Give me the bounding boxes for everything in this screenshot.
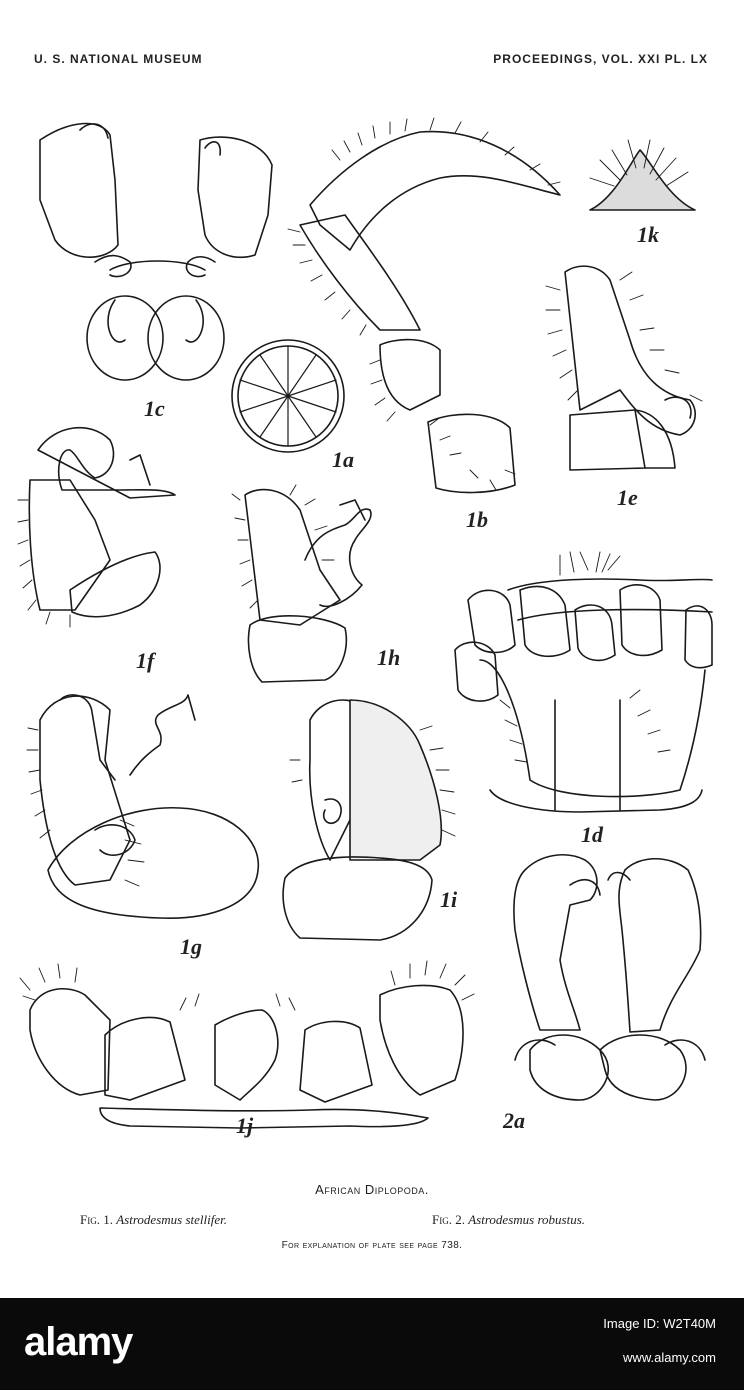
label-1a: 1a (332, 447, 354, 472)
label-1j: 1j (236, 1113, 254, 1138)
fig2-prefix: Fig. 2. (432, 1212, 465, 1227)
label-1c: 1c (144, 396, 165, 421)
illustration-plate (17, 117, 713, 1129)
label-1e: 1e (617, 485, 638, 510)
plate-title: African Diplopoda. (315, 1182, 429, 1197)
drawing-1j (19, 960, 475, 1129)
drawing-1k (589, 139, 696, 211)
fig1-caption: Fig. 1. Astrodesmus stellifer. (80, 1212, 227, 1228)
drawing-1a (231, 339, 345, 453)
drawing-1e (545, 265, 703, 471)
watermark-footer: alamy Image ID: W2T40M www.alamy.com (0, 1298, 744, 1390)
label-1h: 1h (377, 645, 401, 670)
drawing-1g (26, 694, 260, 919)
explanation-note: For explanation of plate see page 738. (281, 1240, 463, 1251)
label-1i: 1i (440, 887, 458, 912)
drawing-1i (282, 699, 456, 941)
label-1f: 1f (136, 648, 155, 673)
fig1-prefix: Fig. 1. (80, 1212, 113, 1227)
image-id: Image ID: W2T40M (603, 1316, 716, 1331)
plate-page: U. S. NATIONAL MUSEUM PROCEEDINGS, VOL. … (17, 52, 713, 1251)
fig2-species: Astrodesmus robustus. (468, 1212, 586, 1227)
header-museum: U. S. NATIONAL MUSEUM (34, 52, 203, 66)
drawing-1c (39, 122, 273, 381)
site-url: www.alamy.com (623, 1350, 716, 1365)
header-proceedings: PROCEEDINGS, VOL. XXI PL. LX (493, 52, 708, 66)
label-1b-top: 1b (466, 507, 488, 532)
drawing-1b-leg (287, 117, 561, 494)
label-1g: 1g (180, 934, 202, 959)
drawing-1f (17, 426, 176, 628)
label-1d: 1d (581, 822, 603, 847)
fig1-species: Astrodesmus stellifer. (116, 1212, 227, 1227)
label-1k: 1k (637, 222, 659, 247)
drawing-1h (231, 484, 372, 683)
alamy-logo: alamy (24, 1320, 133, 1364)
fig2-caption: Fig. 2. Astrodesmus robustus. (432, 1212, 585, 1228)
drawing-1d (454, 551, 713, 813)
label-2a: 2a (503, 1108, 525, 1133)
drawing-2a (513, 854, 706, 1101)
